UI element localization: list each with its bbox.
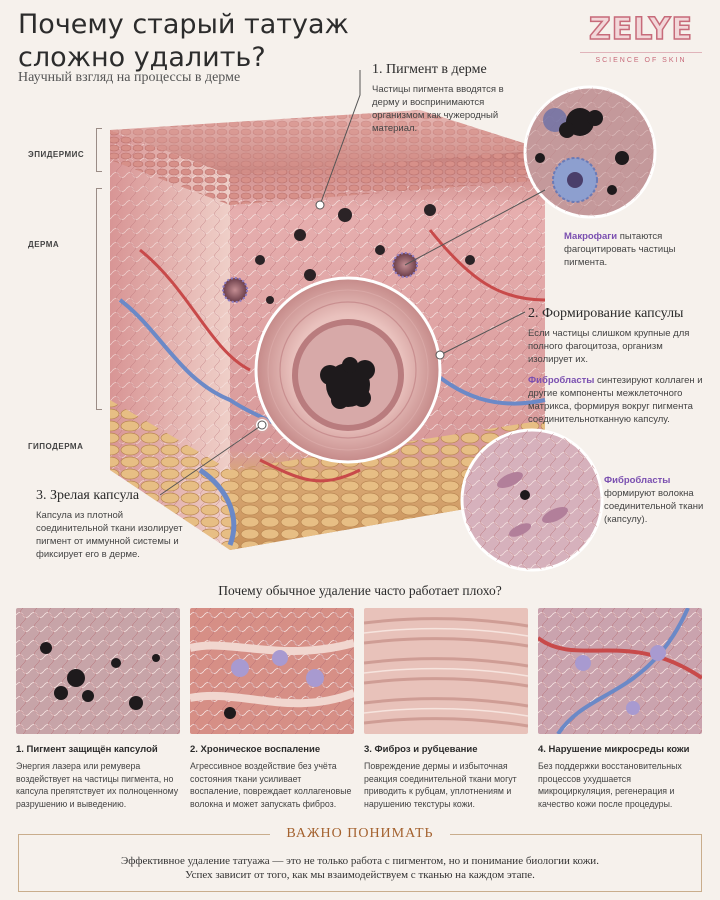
problem-2-text: Агрессивное воздействие без учёта состоя… xyxy=(190,761,352,809)
layer-bracket-dermis xyxy=(96,188,102,410)
problem-2-title: 2. Хроническое воспаление xyxy=(190,744,321,755)
page-title: Почему старый татуаж сложно удалить? xyxy=(18,9,349,73)
layer-label-dermis: ДЕРМА xyxy=(28,240,60,249)
callout-mature-title: 3. Зрелая капсула xyxy=(36,488,140,503)
callout-pigment-text: Частицы пигмента вводятся в дерму и восп… xyxy=(372,84,504,134)
brand-tagline: SCIENCE OF SKIN xyxy=(580,52,702,64)
skin-cross-section-illustration xyxy=(110,70,657,572)
callout-macrophages: Макрофаги пытаются фагоцитировать частиц… xyxy=(564,230,704,269)
capsule-fibroblasts-highlight: Фибробласты xyxy=(528,375,595,386)
important-line-1: Эффективное удаление татуажа — это не то… xyxy=(121,855,599,867)
problem-image-fibrosis xyxy=(364,608,528,734)
important-line-2: Успех зависит от того, как мы взаимодейс… xyxy=(185,869,535,881)
problem-3-title: 3. Фиброз и рубцевание xyxy=(364,744,478,755)
layer-label-epidermis: ЭПИДЕРМИС xyxy=(28,150,85,159)
brand-name: ZELYE xyxy=(588,12,693,47)
callout-pigment-title: 1. Пигмент в дерме xyxy=(372,62,487,77)
problem-image-inflammation xyxy=(190,608,354,734)
fibroblasts-text: формируют волокна соединительной ткани (… xyxy=(604,488,704,525)
callout-capsule: 2. Формирование капсулы Если частицы сли… xyxy=(528,306,708,426)
capsule-fibroblasts-text: синтезируют коллаген и другие компоненты… xyxy=(528,375,703,425)
layer-bracket-epidermis xyxy=(96,128,102,172)
problem-panel-3: 3. Фиброз и рубцевание Повреждение дермы… xyxy=(364,608,528,810)
macrophages-highlight: Макрофаги xyxy=(564,231,618,242)
callout-capsule-title: 2. Формирование капсулы xyxy=(528,306,684,321)
layer-label-hypodermis: ГИПОДЕРМА xyxy=(28,442,84,451)
problems-title: Почему обычное удаление часто работает п… xyxy=(218,583,502,598)
important-title: ВАЖНО ПОНИМАТЬ xyxy=(270,826,450,842)
problem-panel-4: 4. Нарушение микросреды кожи Без поддерж… xyxy=(538,608,702,810)
problem-4-text: Без поддержки восстановительных процессо… xyxy=(538,761,682,809)
problem-image-encapsulated-pigment xyxy=(16,608,180,734)
problem-panel-2: 2. Хроническое воспаление Агрессивное во… xyxy=(190,608,354,810)
callout-pigment: 1. Пигмент в дерме Частицы пигмента ввод… xyxy=(372,62,532,135)
callout-mature-capsule: 3. Зрелая капсула Капсула из плотной сое… xyxy=(36,488,186,561)
problem-1-title: 1. Пигмент защищён капсулой xyxy=(16,744,158,755)
problem-1-text: Энергия лазера или ремувера воздействует… xyxy=(16,761,179,809)
brand-logo: ZELYE SCIENCE OF SKIN xyxy=(580,12,702,64)
important-text: Эффективное удаление татуажа — это не то… xyxy=(19,835,701,882)
problem-panel-1: 1. Пигмент защищён капсулой Энергия лазе… xyxy=(16,608,180,810)
problem-4-title: 4. Нарушение микросреды кожи xyxy=(538,744,690,755)
problem-3-text: Повреждение дермы и избыточная реакция с… xyxy=(364,761,517,809)
fibroblasts-highlight: Фибробласты xyxy=(604,475,671,486)
callout-capsule-text: Если частицы слишком крупные для полного… xyxy=(528,328,690,365)
callout-capsule-text2: Фибробласты синтезируют коллаген и други… xyxy=(528,374,708,426)
callout-mature-text: Капсула из плотной соединительной ткани … xyxy=(36,510,183,560)
page-subtitle: Научный взгляд на процессы в дерме xyxy=(18,70,241,85)
problem-image-microenvironment xyxy=(538,608,702,734)
callout-fibroblasts: Фибробласты формируют волокна соединител… xyxy=(604,474,714,526)
macrophages-text: пытаются фагоцитировать частицы пигмента… xyxy=(564,231,676,268)
important-box: ВАЖНО ПОНИМАТЬ Эффективное удаление тату… xyxy=(18,826,702,892)
